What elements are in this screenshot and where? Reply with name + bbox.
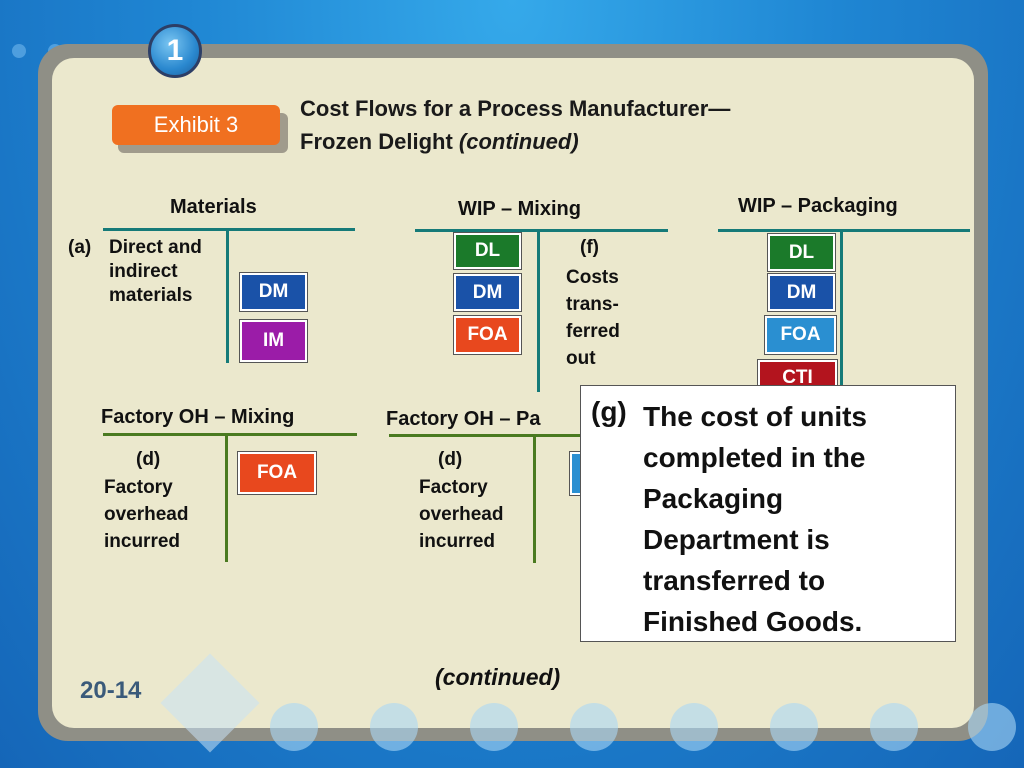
title-line-2-text: Frozen Delight	[300, 129, 453, 154]
materials-dm-box: DM	[239, 272, 308, 312]
decor-circle	[870, 703, 918, 751]
foh-packaging-entry: Factory overhead incurred	[419, 474, 503, 555]
entry-line: ferred	[566, 321, 620, 342]
foh-packaging-t-stem	[533, 435, 536, 563]
entry-line: Direct and	[109, 237, 202, 258]
entry-line: indirect	[109, 261, 178, 282]
title-line-2: Frozen Delight (continued)	[300, 125, 900, 158]
foh-mixing-title: Factory OH – Mixing	[101, 406, 295, 428]
wip-mixing-foa-box: FOA	[453, 315, 522, 355]
materials-entry: Direct and indirect materials	[109, 236, 202, 308]
exhibit-label: Exhibit 3	[112, 105, 280, 145]
foh-mixing-entry-tag: (d)	[136, 449, 161, 470]
wip-packaging-t-bar	[718, 229, 970, 232]
wip-mixing-title: WIP – Mixing	[458, 198, 581, 220]
callout-text: The cost of units completed in the Packa…	[643, 401, 867, 637]
decor-circle	[370, 703, 418, 751]
decor-circle	[968, 703, 1016, 751]
entry-line: materials	[109, 285, 193, 306]
decor-dot	[12, 44, 26, 58]
materials-im-box: IM	[239, 319, 308, 363]
decor-circle	[670, 703, 718, 751]
entry-line: incurred	[419, 531, 496, 552]
wip-packaging-foa-box: FOA	[764, 315, 837, 355]
foh-mixing-foa-box: FOA	[237, 451, 317, 495]
wip-packaging-dm-box: DM	[767, 273, 836, 312]
entry-line: out	[566, 348, 596, 369]
slide-number-badge: 1	[148, 24, 202, 78]
entry-line: overhead	[104, 504, 189, 525]
foh-packaging-title: Factory OH – Pa	[386, 408, 541, 430]
wip-mixing-dm-box: DM	[453, 273, 522, 312]
title-line-1: Cost Flows for a Process Manufacturer—	[300, 96, 731, 121]
title-suffix: (continued)	[458, 129, 579, 154]
materials-entry-tag: (a)	[68, 237, 92, 258]
foh-packaging-entry-tag: (d)	[438, 449, 463, 470]
wip-mixing-t-stem	[537, 230, 540, 392]
entry-line: Factory	[419, 477, 488, 498]
decor-circle	[570, 703, 618, 751]
foh-mixing-t-bar	[103, 433, 357, 436]
continued-footer: (continued)	[435, 664, 561, 690]
wip-packaging-title: WIP – Packaging	[738, 195, 898, 217]
entry-line: incurred	[104, 531, 181, 552]
entry-line: overhead	[419, 504, 504, 525]
wip-mixing-entry: Costs trans- ferred out	[566, 264, 620, 372]
decor-circle	[770, 703, 818, 751]
foh-packaging-t-bar	[389, 434, 589, 437]
foh-mixing-entry: Factory overhead incurred	[104, 474, 188, 555]
materials-t-stem	[226, 229, 229, 363]
slide-title: Cost Flows for a Process Manufacturer— F…	[300, 92, 900, 158]
wip-packaging-t-stem	[840, 230, 843, 390]
wip-mixing-dl-box: DL	[453, 232, 522, 270]
foh-mixing-t-stem	[225, 434, 228, 562]
decor-circle	[470, 703, 518, 751]
materials-t-bar	[103, 228, 355, 231]
callout-tag: (g)	[591, 396, 627, 427]
explanation-callout: (g) The cost of units completed in the P…	[580, 385, 956, 642]
page-number: 20-14	[80, 677, 142, 704]
entry-line: Costs	[566, 267, 619, 288]
decor-circle	[270, 703, 318, 751]
entry-line: trans-	[566, 294, 619, 315]
wip-mixing-t-bar	[415, 229, 668, 232]
wip-packaging-dl-box: DL	[767, 233, 836, 272]
wip-mixing-entry-tag: (f)	[580, 237, 599, 258]
entry-line: Factory	[104, 477, 173, 498]
materials-title: Materials	[170, 196, 257, 218]
